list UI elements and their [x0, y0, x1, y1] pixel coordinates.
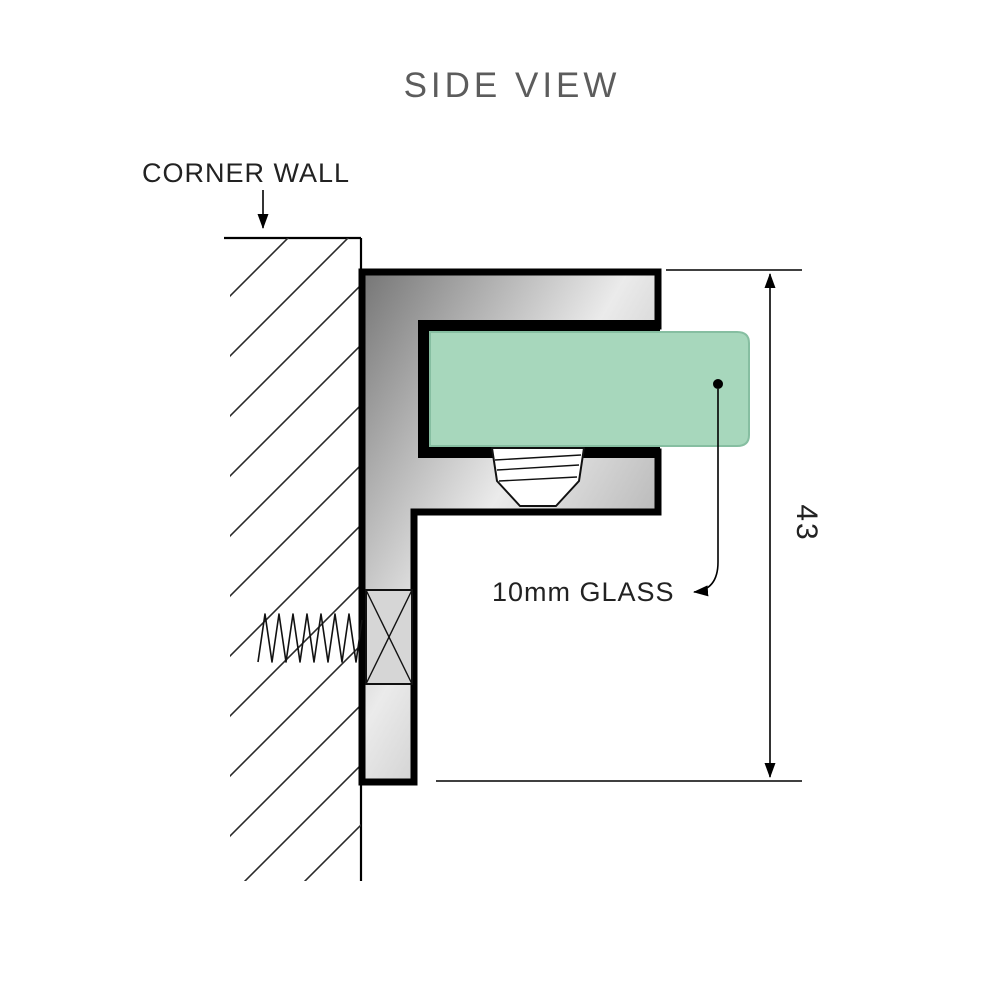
hatch-line	[230, 238, 350, 358]
hatch-line	[226, 884, 362, 1000]
glass-panel	[429, 331, 750, 447]
hatch-line	[230, 343, 361, 478]
hatch-line	[230, 463, 361, 598]
hatch-line	[230, 703, 361, 838]
screw-threads	[257, 613, 363, 663]
hatch-line	[230, 643, 361, 778]
glass-leader-line	[693, 389, 719, 597]
hatch-line	[230, 523, 361, 658]
screw-head-cross-line	[365, 589, 413, 685]
hatch-line	[243, 763, 361, 881]
corner-wall-label: CORNER WALL	[142, 158, 350, 188]
dimension-43: 43	[436, 269, 823, 782]
glass-callout: 10mm GLASS	[492, 379, 723, 607]
dimension-label: 43	[790, 504, 823, 541]
wall-screw	[257, 589, 413, 685]
hatch-line	[230, 583, 361, 718]
hatch-line	[303, 823, 361, 881]
grub-screw-thread-line	[496, 464, 580, 471]
grub-screw-body	[491, 447, 585, 507]
hatch-line	[230, 283, 361, 418]
wall-hatching	[226, 238, 362, 1000]
hatch-line	[230, 403, 361, 538]
grub-screw-thread-line	[494, 454, 582, 461]
hatch-line	[230, 238, 290, 298]
page-title: SIDE VIEW	[404, 66, 621, 105]
grub-screw	[491, 447, 585, 507]
glass-label: 10mm GLASS	[492, 577, 675, 607]
grub-screw-thread-line	[498, 476, 578, 482]
wall	[224, 236, 363, 1000]
glass-leader-dot	[713, 379, 723, 389]
